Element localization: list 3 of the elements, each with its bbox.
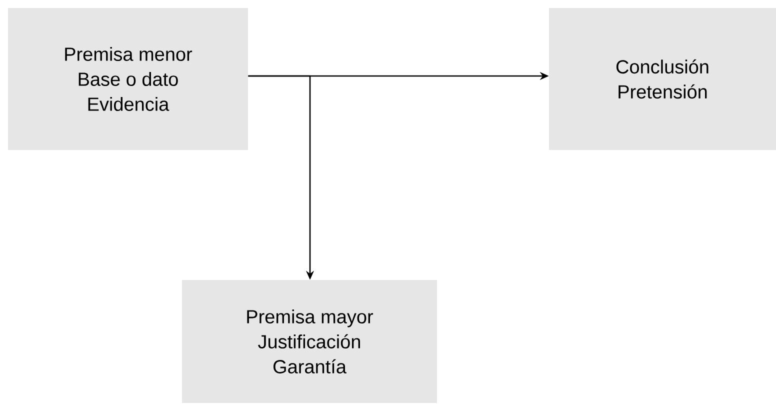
text-box: Conclusión Pretensión — [549, 8, 776, 150]
text-box: Premisa menor Base o dato Evidencia — [8, 8, 248, 150]
text-box: Premisa mayor Justificación Garantía — [182, 280, 437, 403]
